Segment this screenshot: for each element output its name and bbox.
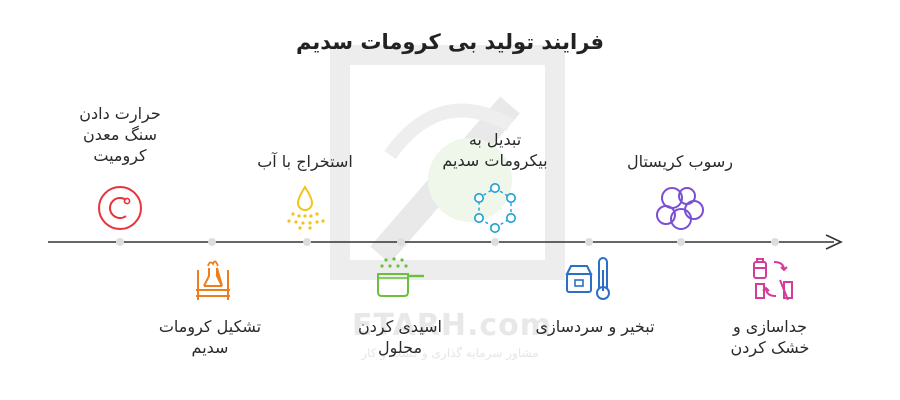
watermark-site: ETARH.com	[351, 308, 553, 343]
evaporate-cool-icon	[565, 257, 610, 300]
timeline-dot-7	[677, 238, 685, 246]
molecule-ring-icon	[474, 183, 516, 233]
timeline-dot-2	[208, 238, 216, 246]
crystal-cluster-icon	[656, 187, 704, 230]
timeline-dot-5	[491, 238, 499, 246]
timeline-dot-3	[303, 238, 311, 246]
burner-flask-icon	[196, 260, 230, 300]
separate-dry-icon	[753, 258, 793, 301]
water-drop-spray-icon	[287, 185, 325, 230]
step-6-label: تبخیر و سردسازی	[535, 317, 655, 336]
step-7-label: رسوب کریستال	[626, 152, 734, 171]
timeline-dot-6	[585, 238, 593, 246]
timeline-dot-4	[397, 238, 405, 246]
diagram-title: فرایند تولید بی کرومات سدیم	[295, 30, 605, 54]
watermark-tagline: مشاور سرمایه گذاری و کسب و کار	[361, 346, 539, 360]
timeline-dot-8	[771, 238, 779, 246]
watermark-logo	[330, 45, 565, 280]
acid-pot-icon	[377, 257, 424, 297]
step-3-label: استخراج با آب	[257, 152, 353, 171]
timeline-dot-1	[116, 238, 124, 246]
heat-circle-icon	[98, 186, 142, 230]
